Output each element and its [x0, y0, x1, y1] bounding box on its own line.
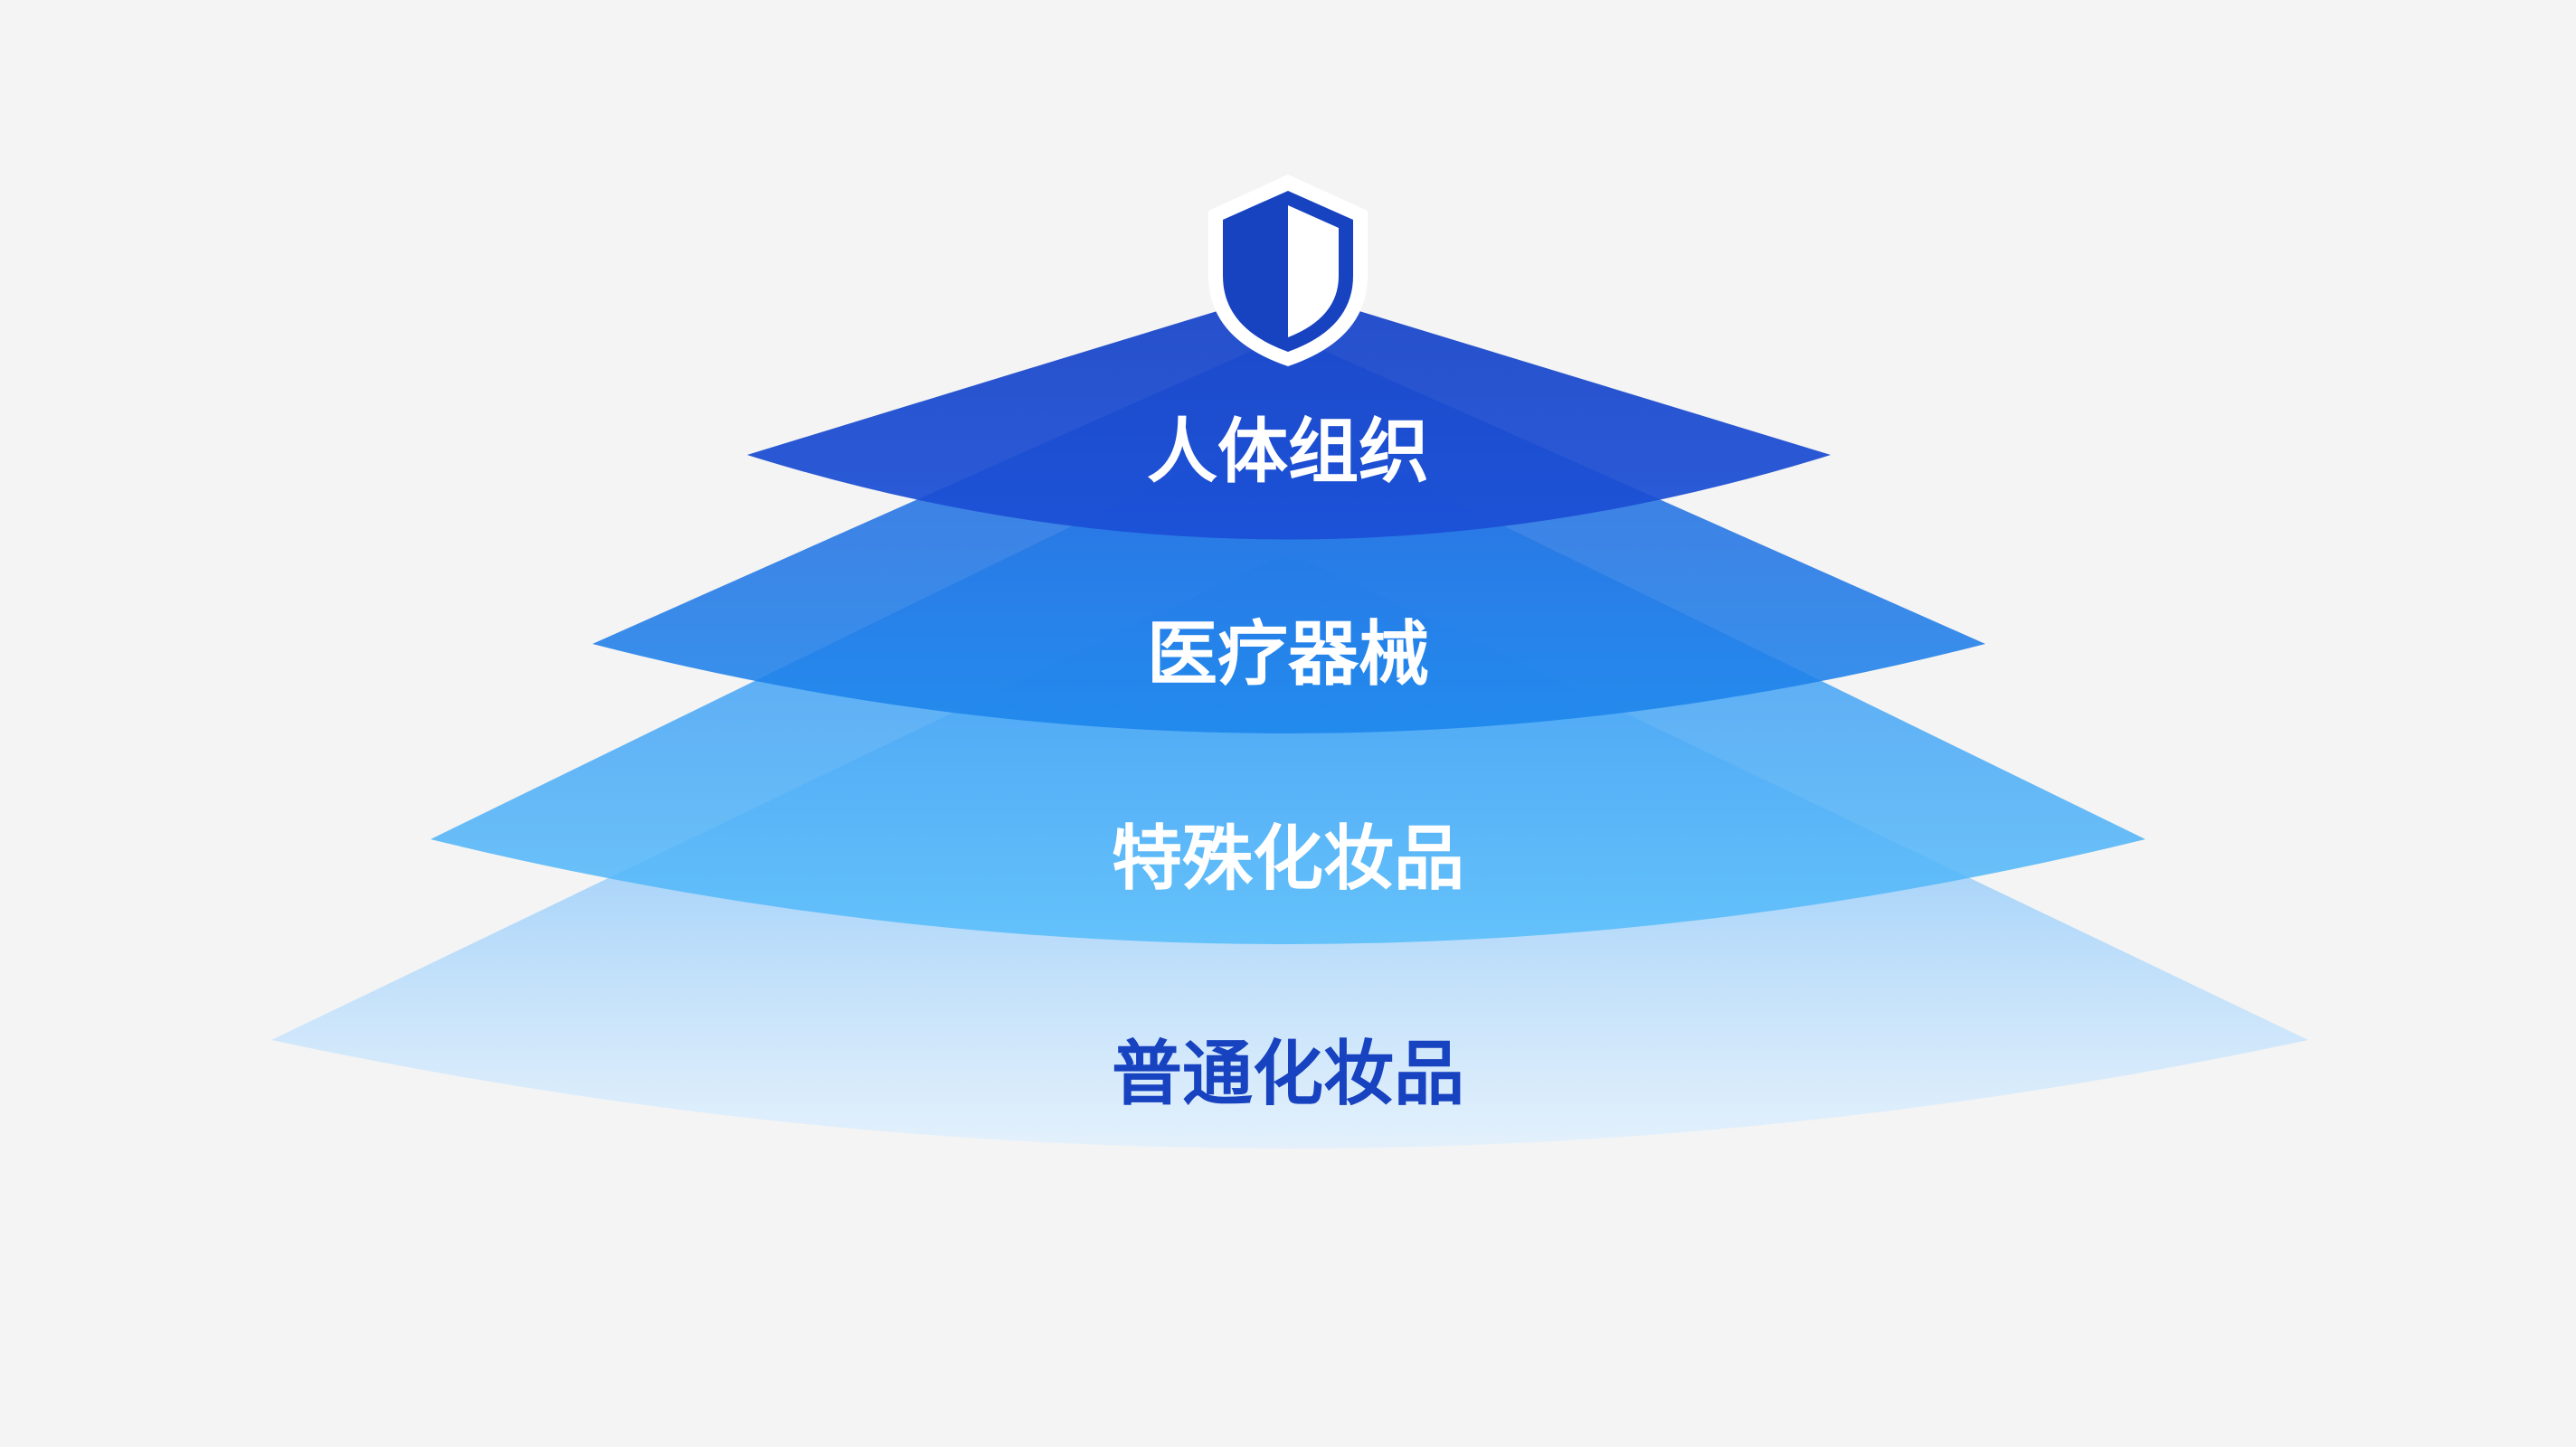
layer-4-label: 普通化妆品 [1112, 1034, 1464, 1115]
shield-icon [1208, 175, 1368, 366]
layer-3-label: 特殊化妆品 [1112, 818, 1464, 900]
layer-1-shape [747, 289, 1831, 540]
layer-2-label: 医疗器械 [1147, 614, 1429, 695]
layer-1-label: 人体组织 [1147, 411, 1429, 493]
